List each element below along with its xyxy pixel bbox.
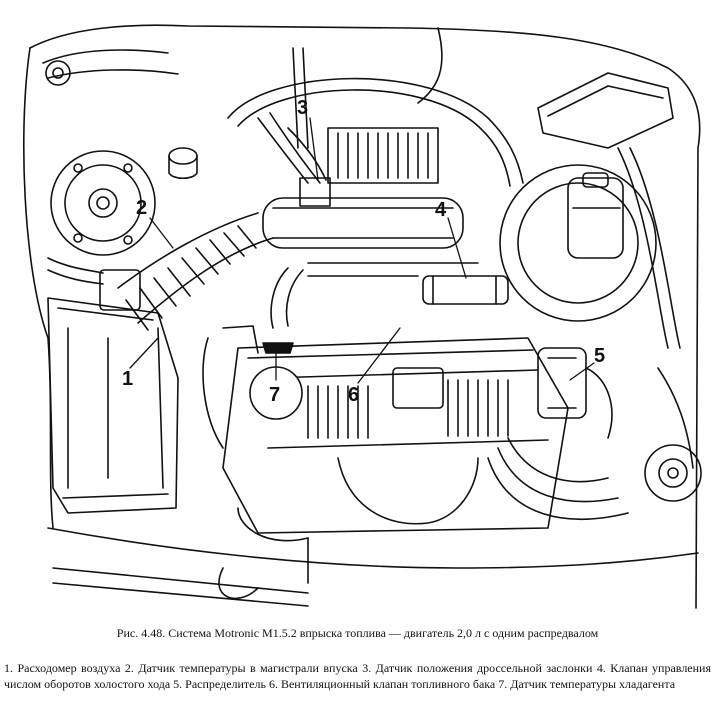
left-fender — [22, 47, 54, 529]
engine-bay-illustration: 1 2 3 4 5 6 7 — [8, 8, 707, 613]
intake-plenum — [257, 112, 509, 329]
intake-hose — [47, 212, 274, 331]
callout-2: 2 — [136, 197, 147, 219]
air-filter-box — [47, 297, 179, 514]
body-outline — [29, 24, 701, 609]
callout-1: 1 — [122, 368, 133, 390]
leader-lines — [129, 117, 595, 384]
brake-booster — [499, 164, 657, 322]
callout-5: 5 — [594, 345, 605, 367]
strut-top-left — [50, 150, 156, 256]
callout-7: 7 — [269, 384, 280, 406]
figure-legend: 1. Расходомер воздуха 2. Датчик температ… — [4, 661, 711, 691]
callout-3: 3 — [297, 97, 308, 119]
figure-caption: Рис. 4.48. Система Motronic M1.5.2 впрыс… — [116, 626, 599, 640]
distributor — [487, 347, 629, 520]
thermostat-housing — [202, 325, 303, 449]
callout-6: 6 — [348, 384, 359, 406]
callout-4: 4 — [435, 199, 447, 221]
engine-block — [222, 337, 569, 534]
